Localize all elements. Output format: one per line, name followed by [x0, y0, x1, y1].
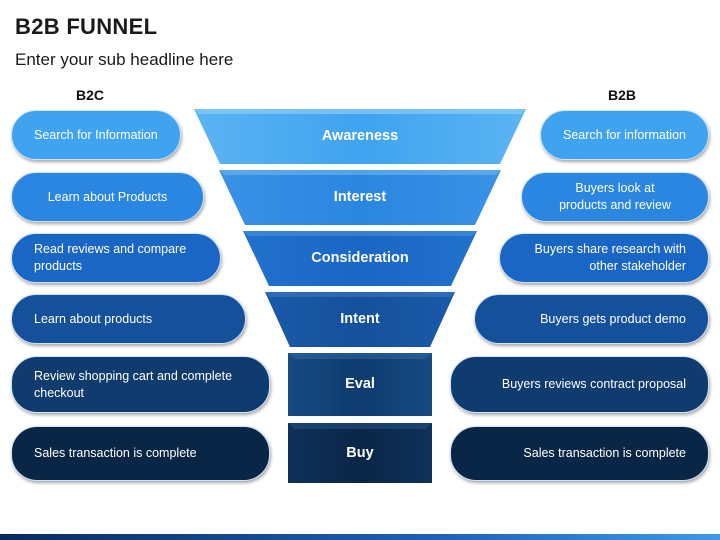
b2c-step-2: Learn about Products — [11, 172, 204, 222]
page-title: B2B FUNNEL — [15, 14, 158, 39]
funnel-segment-intent — [265, 292, 455, 347]
funnel-segment-awareness — [194, 109, 526, 164]
b2c-step-label: Learn about products — [34, 311, 153, 326]
stage-label-consideration: Consideration — [311, 250, 409, 266]
funnel-segment-buy — [288, 423, 432, 483]
b2b-step-6: Sales transaction is complete — [450, 426, 709, 481]
b2c-step-5: Review shopping cart and complete checko… — [11, 356, 270, 413]
b2c-step-label: Search for Information — [34, 127, 158, 142]
stage-label-interest: Interest — [333, 189, 387, 205]
stage-label-buy: Buy — [346, 445, 374, 461]
b2b-step-label: Buyers share research with other stakeho… — [534, 242, 686, 273]
b2b-step-4: Buyers gets product demo — [474, 294, 709, 344]
b2b-header: B2B — [608, 87, 637, 103]
stage-label-intent: Intent — [340, 311, 380, 327]
b2b-step-label: Buyers look at products and review — [559, 181, 671, 212]
b2c-step-1: Search for Information — [11, 110, 181, 160]
b2b-step-label: Search for information — [563, 127, 686, 142]
b2b-step-label: Buyers reviews contract proposal — [501, 377, 686, 391]
funnel-segment-consideration — [243, 231, 477, 286]
b2c-step-label: Sales transaction is complete — [34, 446, 197, 460]
funnel-segment-eval — [288, 353, 432, 416]
b2b-step-3: Buyers share research with other stakeho… — [499, 233, 709, 283]
b2c-step-label: Learn about Products — [47, 189, 168, 204]
footer-accent-bar — [0, 534, 720, 540]
b2c-step-4: Learn about products — [11, 294, 246, 344]
b2c-step-6: Sales transaction is complete — [11, 426, 270, 481]
sub-headline: Enter your sub headline here — [15, 50, 234, 69]
stage-label-eval: Eval — [345, 376, 375, 392]
b2b-step-label: Buyers gets product demo — [540, 311, 686, 326]
b2c-step-label: Read reviews and compare products — [34, 242, 187, 273]
stage-label-awareness: Awareness — [321, 128, 399, 144]
b2b-step-5: Buyers reviews contract proposal — [450, 356, 709, 413]
b2b-step-2: Buyers look at products and review — [521, 172, 709, 222]
b2b-step-label: Sales transaction is complete — [523, 446, 686, 460]
funnel-segment-interest — [219, 170, 501, 225]
b2b-step-1: Search for information — [540, 110, 709, 160]
b2c-header: B2C — [76, 87, 105, 103]
b2c-step-3: Read reviews and compare products — [11, 233, 221, 283]
b2c-step-label: Review shopping cart and complete checko… — [34, 368, 233, 400]
